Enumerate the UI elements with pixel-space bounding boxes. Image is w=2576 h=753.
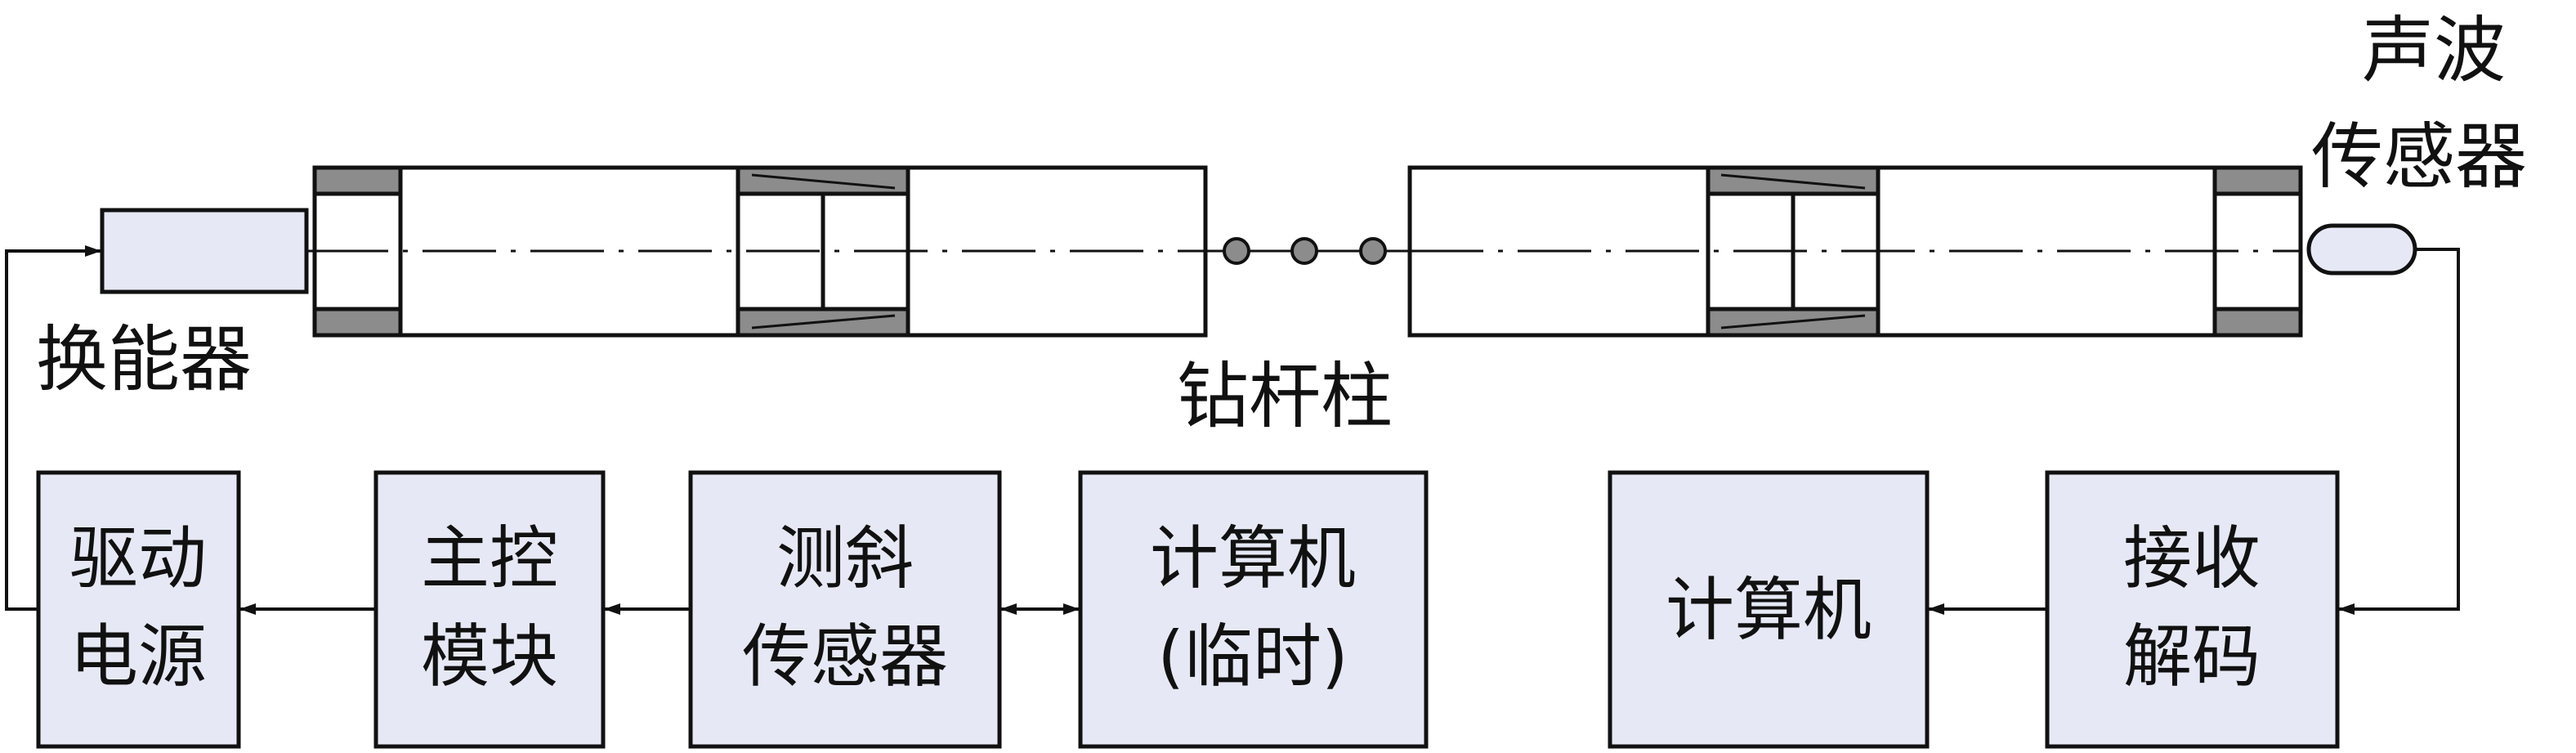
arrow-drive-to-transducer (5, 245, 101, 611)
continuation-dots (1223, 237, 1387, 265)
block-main-control: 主控 模块 (373, 470, 606, 749)
inclinometer-line1: 测斜 (776, 518, 914, 598)
transducer-block (100, 208, 309, 294)
dot-3 (1359, 237, 1387, 265)
drive-power-line2: 电源 (69, 616, 207, 697)
dot-1 (1223, 237, 1250, 265)
receiver-line2: 解码 (2123, 616, 2261, 697)
temp-computer-line1: 计算机 (1150, 518, 1356, 598)
sonic-sensor-label-line2: 传感器 (2311, 114, 2527, 199)
block-inclinometer: 测斜 传感器 (688, 470, 1002, 749)
inclinometer-line2: 传感器 (742, 616, 948, 697)
main-control-line1: 主控 (421, 518, 558, 598)
sonic-sensor (2306, 223, 2417, 276)
drive-power-line1: 驱动 (69, 518, 207, 598)
transducer-label: 换能器 (36, 317, 252, 401)
block-temp-computer: 计算机 (临时) (1078, 470, 1429, 749)
sonic-sensor-label-line1: 声波 (2362, 8, 2506, 92)
block-receiver: 接收 解码 (2045, 470, 2340, 749)
computer-line1: 计算机 (1666, 570, 1872, 650)
block-computer: 计算机 (1608, 470, 1930, 749)
dot-2 (1290, 237, 1318, 265)
block-drive-power: 驱动 电源 (36, 470, 241, 749)
temp-computer-line2: (临时) (1157, 616, 1348, 697)
main-control-line2: 模块 (421, 616, 558, 697)
connectors (5, 245, 2460, 615)
receiver-line1: 接收 (2123, 518, 2261, 598)
drill-string-label: 钻杆柱 (1177, 354, 1393, 438)
arrow-sensor-to-receiver (2338, 248, 2460, 615)
